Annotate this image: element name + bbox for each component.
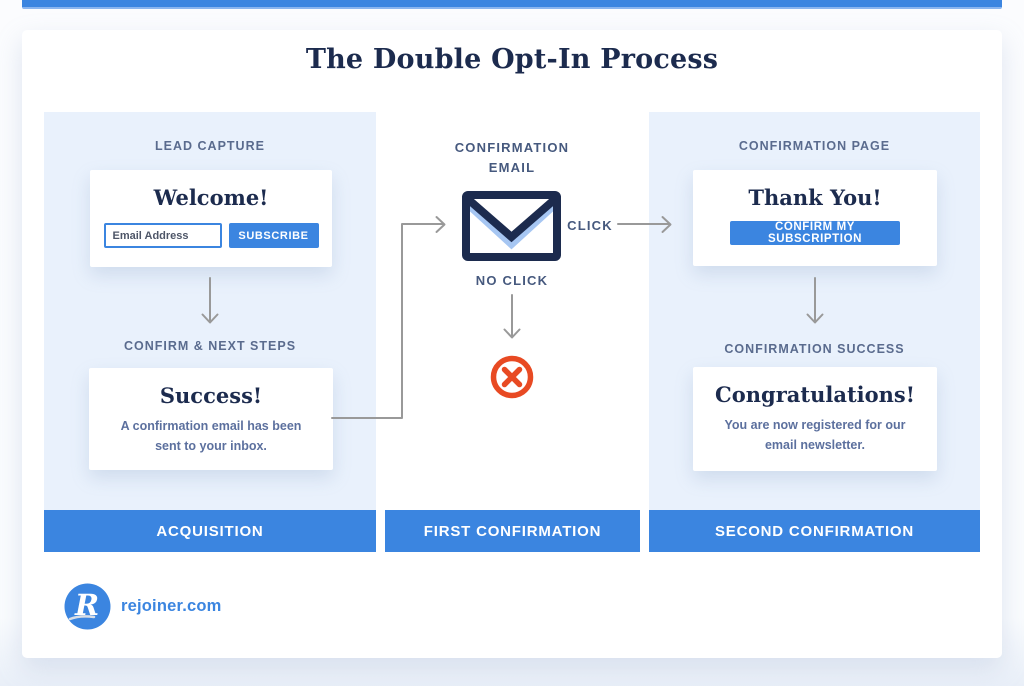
email-input[interactable] (103, 223, 222, 248)
email-envelope-icon (462, 191, 561, 261)
cancel-x-icon (490, 355, 534, 399)
label-no-click: NO CLICK (475, 273, 549, 288)
page-title: The Double Opt-In Process (305, 44, 719, 75)
congratulations-card-title: Congratulations! (715, 382, 915, 407)
stage-bar-first-confirmation: FIRST CONFIRMATION (385, 510, 640, 552)
thank-you-card-title: Thank You! (748, 185, 882, 210)
stage-bar-acquisition: ACQUISITION (44, 510, 376, 552)
welcome-card-title: Welcome! (153, 185, 269, 210)
top-accent-bar (22, 0, 1002, 9)
subscribe-button[interactable]: SUBSCRIBE (228, 223, 319, 248)
signup-form: SUBSCRIBE (90, 223, 332, 248)
welcome-card: Welcome! SUBSCRIBE (90, 170, 332, 267)
success-card-body: A confirmation email has been sent to yo… (120, 419, 302, 453)
success-card: Success! A confirmation email has been s… (89, 368, 333, 470)
success-card-title: Success! (159, 383, 263, 408)
thank-you-card: Thank You! CONFIRM MY SUBSCRIPTION (693, 170, 937, 266)
brand-footer: R rejoiner.com (64, 583, 222, 630)
congratulations-card: Congratulations! You are now registered … (693, 367, 937, 471)
confirm-subscription-button[interactable]: CONFIRM MY SUBSCRIPTION (730, 221, 900, 245)
label-confirm-next-steps: CONFIRM & NEXT STEPS (123, 339, 297, 353)
rejoiner-logo-icon: R (64, 583, 111, 630)
label-confirmation-success: CONFIRMATION SUCCESS (724, 342, 905, 356)
label-click: CLICK (567, 218, 613, 233)
label-confirmation-page: CONFIRMATION PAGE (738, 139, 891, 153)
label-confirmation-email: CONFIRMATION EMAIL (454, 140, 570, 176)
congratulations-card-body: You are now registered for our email new… (724, 418, 906, 452)
label-lead-capture: LEAD CAPTURE (155, 139, 265, 153)
brand-site-link[interactable]: rejoiner.com (121, 597, 222, 615)
stage-bar-second-confirmation: SECOND CONFIRMATION (649, 510, 980, 552)
